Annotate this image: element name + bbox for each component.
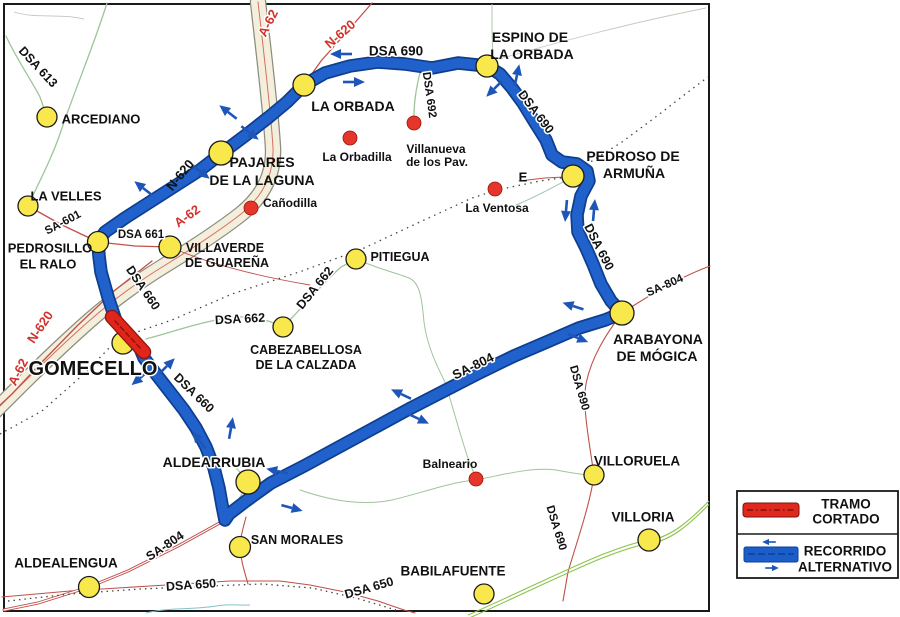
- place-labels: La Orbadilla Villanueva de los Pav. Caño…: [263, 142, 529, 471]
- place-marker-balneario: [468, 471, 484, 487]
- road-pedroso-southwest: [515, 181, 564, 206]
- road-green-double: [467, 500, 710, 617]
- label-villoria: VILLORIA: [612, 510, 675, 525]
- label-arcediano: ARCEDIANO: [62, 112, 141, 127]
- road-label-dsa690-top: DSA 690: [369, 44, 423, 59]
- road-sa804-west: [2, 518, 227, 612]
- road-n620-southwest: [0, 260, 153, 407]
- town-marker-arabayona: [609, 300, 635, 326]
- town-marker-pedroso: [561, 164, 585, 188]
- road-dsa662-west: [145, 316, 284, 340]
- label-cabezabellosa-1: CABEZABELLOSA: [250, 343, 362, 357]
- label-san-morales: SAN MORALES: [251, 533, 343, 547]
- green-double-line-1: [467, 500, 710, 616]
- place-marker-la-orbadilla: [342, 130, 358, 146]
- town-marker-aldealengua: [77, 575, 101, 599]
- place-marker-canodilla: [243, 200, 259, 216]
- legend-alt-label-1: RECORRIDO: [804, 544, 887, 559]
- town-marker-pedrosillo: [86, 230, 110, 254]
- town-marker-pitiegua: [345, 248, 367, 270]
- label-gomecello: GOMECELLO: [29, 358, 158, 380]
- alternative-route: [91, 55, 629, 527]
- label-e: E: [519, 170, 528, 185]
- label-arabayona-1: ARABAYONA: [613, 331, 703, 347]
- faint-line-topleft: [13, 11, 85, 20]
- label-babilafuente: BABILAFUENTE: [401, 564, 506, 579]
- label-pedrosillo-2: EL RALO: [20, 257, 77, 272]
- label-villaverde-2: DE GUAREÑA: [185, 255, 269, 270]
- alternative-route-fill: [93, 57, 627, 525]
- legend-alt-label-2: ALTERNATIVO: [798, 560, 892, 575]
- background-faint-lines: [13, 4, 707, 614]
- label-pedroso-1: PEDROSO DE: [586, 148, 679, 164]
- legend-closed-label-1: TRAMO: [821, 497, 871, 512]
- closed-section-dashes: [114, 320, 142, 350]
- town-markers: [17, 54, 661, 605]
- label-pajares-2: DE LA LAGUNA: [209, 172, 314, 188]
- road-dsa650: [1, 580, 416, 614]
- label-cabezabellosa-2: DE LA CALZADA: [256, 358, 357, 372]
- river-line: [145, 604, 251, 614]
- town-marker-pajares: [208, 140, 234, 166]
- label-villaverde-1: VILLAVERDE: [186, 241, 264, 255]
- road-dsa661: [97, 241, 171, 248]
- road-e-junction: [518, 176, 565, 182]
- label-espino-2: LA ORBADA: [490, 46, 573, 62]
- town-marker-villaverde: [158, 235, 182, 259]
- label-pajares-1: PAJARES: [229, 154, 294, 170]
- town-marker-arcediano: [36, 106, 58, 128]
- sa804-west-inner: [3, 519, 226, 611]
- label-villanueva-1: Villanueva: [406, 142, 465, 156]
- road-label-dsa650-west: DSA 650: [165, 576, 216, 593]
- road-villaverde-east: [169, 246, 311, 286]
- label-villanueva-2: de los Pav.: [406, 155, 468, 169]
- town-marker-la-orbada: [292, 73, 316, 97]
- place-marker-villanueva: [406, 115, 422, 131]
- town-marker-babilafuente: [473, 583, 495, 605]
- label-canodilla: Cañodilla: [263, 196, 317, 210]
- town-marker-aldearrubia: [235, 469, 261, 495]
- road-sa601: [27, 205, 99, 243]
- road-dsa613: [5, 35, 48, 118]
- label-la-orbadilla: La Orbadilla: [322, 150, 392, 164]
- town-labels: ARCEDIANO LA VELLES PEDROSILLO EL RALO G…: [8, 29, 703, 579]
- label-pitiegua: PITIEGUA: [370, 250, 429, 264]
- label-la-velles: LA VELLES: [30, 189, 101, 204]
- closed-section: [104, 309, 152, 360]
- label-la-ventosa: La Ventosa: [465, 201, 529, 215]
- label-pedrosillo-1: PEDROSILLO: [8, 241, 93, 256]
- legend: TRAMO CORTADO RECORRIDO ALTERNATIVO: [736, 490, 899, 579]
- track-bottom: [7, 583, 397, 611]
- road-dsa690-south: [562, 312, 623, 602]
- road-label-dsa661: DSA 661: [118, 229, 165, 241]
- green-double-line-2: [470, 504, 710, 617]
- legend-closed-label-2: CORTADO: [812, 512, 879, 527]
- label-pedroso-2: ARMUÑA: [603, 164, 665, 181]
- map-border: [3, 3, 710, 612]
- town-marker-villoria: [637, 528, 661, 552]
- label-la-orbada: LA ORBADA: [311, 98, 394, 114]
- place-marker-la-ventosa: [487, 181, 503, 197]
- label-espino-1: ESPINO DE: [492, 29, 568, 45]
- road-label-dsa662-west: DSA 662: [215, 311, 266, 328]
- town-marker-san-morales: [228, 535, 252, 559]
- label-arabayona-2: DE MÓGICA: [617, 347, 698, 364]
- town-marker-villoruela: [583, 464, 605, 486]
- label-aldearrubia: ALDEARRUBIA: [163, 454, 266, 470]
- label-villoruela: VILLORUELA: [594, 454, 680, 469]
- road-pitiegua-south: [355, 258, 477, 479]
- label-aldealengua: ALDEALENGUA: [14, 556, 118, 571]
- faint-road-espino-north: [491, 4, 494, 62]
- road-arcediano-lavelles: [27, 2, 108, 207]
- label-balneario: Balneario: [423, 457, 478, 471]
- town-marker-espino: [475, 54, 499, 78]
- town-marker-cabezabellosa: [272, 316, 294, 338]
- town-marker-la-velles: [17, 195, 39, 217]
- place-markers: [243, 115, 503, 487]
- faint-road-espino-northeast: [498, 7, 707, 60]
- dirt-tracks-dotted: [0, 76, 709, 611]
